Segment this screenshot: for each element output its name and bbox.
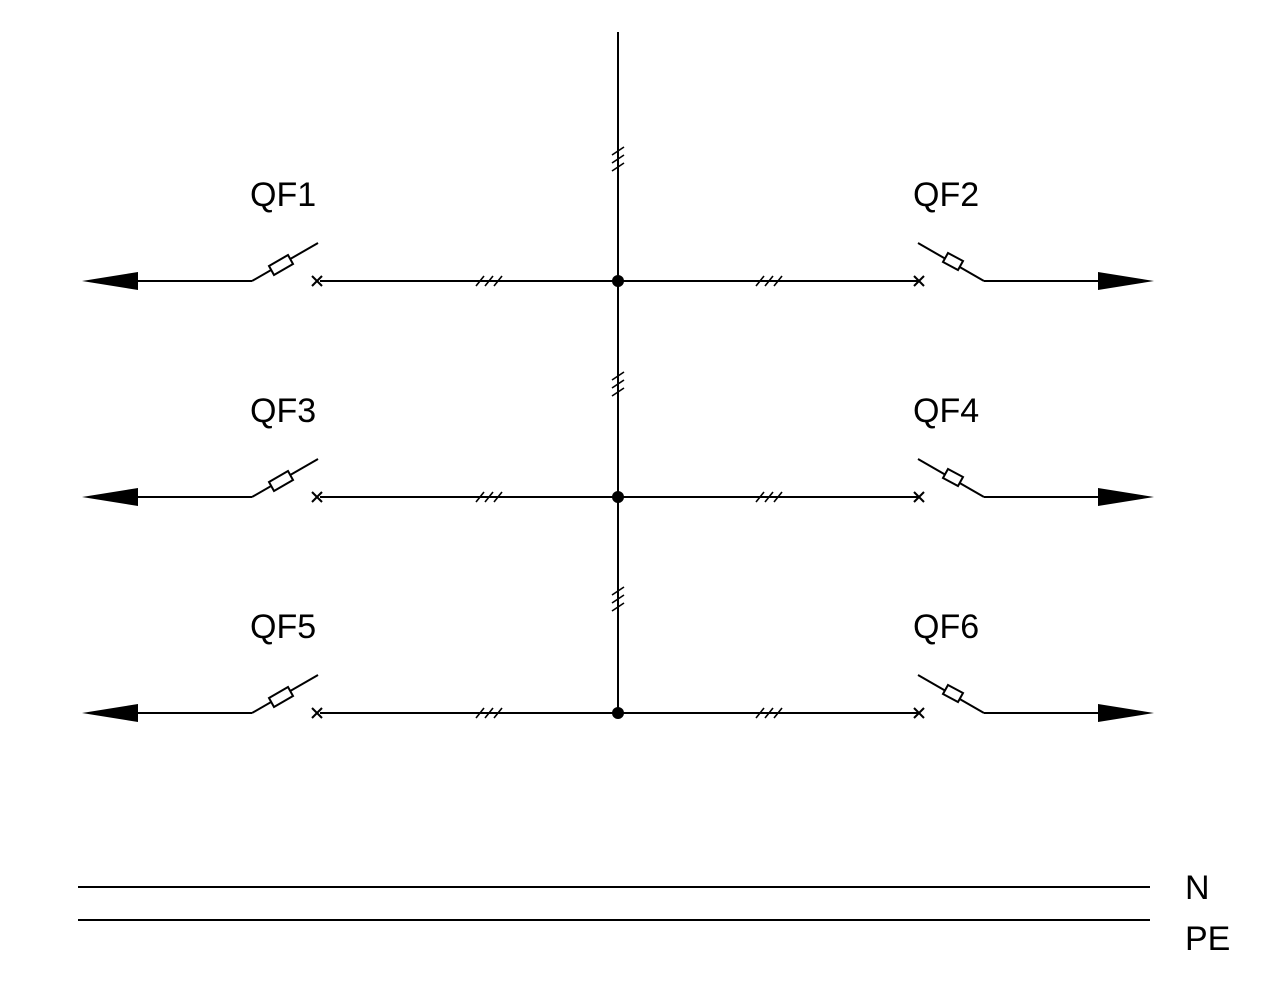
phase-marks <box>475 491 503 503</box>
neutral-conductor: N <box>78 869 1210 907</box>
arrow-right-icon <box>1098 488 1154 506</box>
arrow-right-icon <box>1098 704 1154 722</box>
feeder-row-1: QF1 QF2 <box>82 176 1154 290</box>
protective-earth-label: PE <box>1185 920 1230 958</box>
feeder-row-2: QF3 QF4 <box>82 392 1154 506</box>
neutral-label: N <box>1185 869 1210 907</box>
breaker-qf6: QF6 <box>913 608 1154 722</box>
breaker-label: QF6 <box>913 608 979 646</box>
vertical-phase-marks <box>611 146 625 612</box>
phase-marks <box>475 707 503 719</box>
breaker-label: QF3 <box>250 392 316 430</box>
arrow-left-icon <box>82 704 138 722</box>
breaker-qf2: QF2 <box>913 176 1154 290</box>
phase-marks <box>755 275 783 287</box>
breaker-qf3: QF3 <box>82 392 323 506</box>
breaker-qf1: QF1 <box>82 176 323 290</box>
arrow-left-icon <box>82 272 138 290</box>
breaker-label: QF4 <box>913 392 979 430</box>
feeder-row-3: QF5 QF6 <box>82 608 1154 722</box>
phase-marks <box>475 275 503 287</box>
protective-earth-conductor: PE <box>78 919 1230 958</box>
breaker-label: QF5 <box>250 608 316 646</box>
phase-marks <box>755 707 783 719</box>
breaker-qf5: QF5 <box>82 608 323 722</box>
arrow-left-icon <box>82 488 138 506</box>
phase-marks <box>755 491 783 503</box>
breaker-qf4: QF4 <box>913 392 1154 506</box>
breaker-label: QF2 <box>913 176 979 214</box>
breaker-label: QF1 <box>250 176 316 214</box>
arrow-right-icon <box>1098 272 1154 290</box>
